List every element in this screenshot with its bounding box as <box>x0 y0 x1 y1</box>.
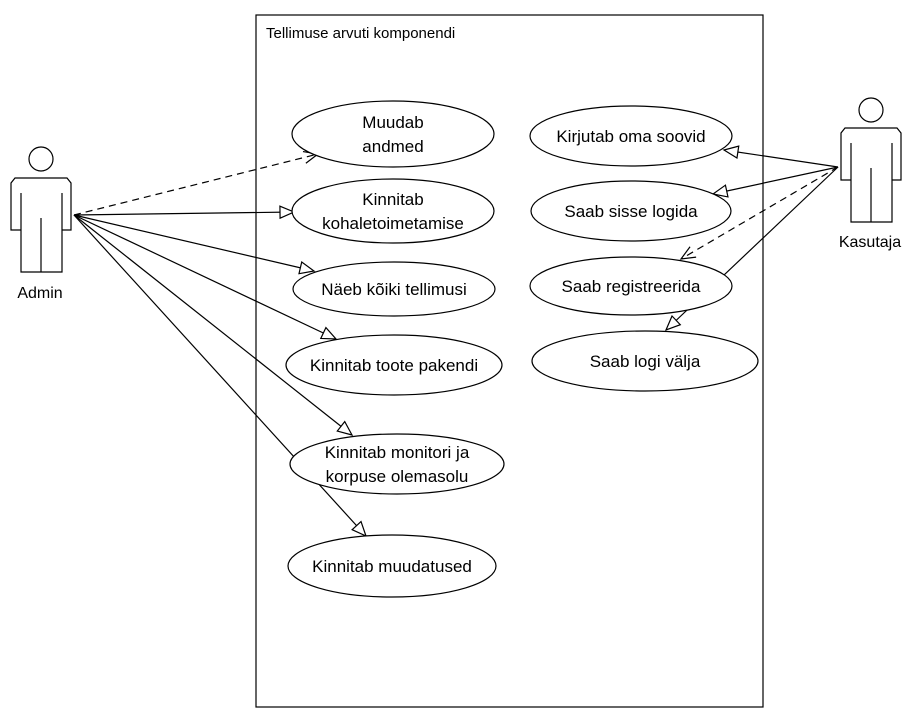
use-case-kinnitab-muudatused[interactable]: Kinnitab muudatused <box>287 534 497 598</box>
use-case-ellipse <box>529 256 733 316</box>
use-case-label: Kinnitab muudatused <box>312 557 472 576</box>
actor-kasutaja-body <box>840 127 902 223</box>
hollow-arrowhead <box>664 314 682 332</box>
use-case-label: Saab logi välja <box>590 352 701 371</box>
system-title: Tellimuse arvuti komponendi <box>266 25 455 42</box>
use-case-label: Kirjutab oma soovid <box>556 127 705 146</box>
use-case-ellipse <box>529 105 733 167</box>
use-case-label: korpuse olemasolu <box>326 467 469 486</box>
association-admin-kinnitab_monitori <box>73 214 354 436</box>
use-case-muudab-andmed[interactable]: Muudab andmed <box>291 100 495 168</box>
association-line <box>73 153 319 216</box>
association-kasutaja-kirjutab_oma_soovid <box>722 145 839 168</box>
association-line <box>712 166 839 195</box>
use-case-saab-logi-valja[interactable]: Saab logi välja <box>531 330 759 392</box>
use-case-kinnitab-kohaletoimetamise[interactable]: Kinnitab kohaletoimetamise <box>291 178 495 244</box>
association-line <box>73 214 315 272</box>
use-case-ellipse <box>289 433 505 495</box>
hollow-arrowhead <box>279 205 296 220</box>
associations <box>73 145 839 538</box>
use-case-ellipse <box>530 180 732 242</box>
association-line <box>73 211 295 216</box>
use-case-saab-sisse-logida[interactable]: Saab sisse logida <box>530 180 732 242</box>
use-case-naeb-koiki-tellimusi[interactable]: Näeb kõiki tellimusi <box>292 261 496 317</box>
actor-admin-body <box>10 177 72 273</box>
use-case-label: Saab sisse logida <box>564 202 698 221</box>
use-case-ellipse <box>285 334 503 396</box>
association-kasutaja-saab_sisse_logida <box>711 166 839 198</box>
use-case-kinnitab-toote-pakendi[interactable]: Kinnitab toote pakendi <box>285 334 503 396</box>
actor-admin-head <box>28 146 54 172</box>
use-case-label: Kinnitab toote pakendi <box>310 356 478 375</box>
use-case-label: andmed <box>362 137 423 156</box>
actor-kasutaja[interactable]: Kasutaja <box>839 97 902 251</box>
open-arrowhead <box>679 246 697 260</box>
use-case-label: kohaletoimetamise <box>322 214 464 233</box>
association-line <box>680 166 839 260</box>
use-case-ellipse <box>292 261 496 317</box>
association-kasutaja-saab_registreerida <box>679 166 839 260</box>
use-case-label: Muudab <box>362 113 423 132</box>
actor-kasutaja-head <box>858 97 884 123</box>
use-case-label: Kinnitab monitori ja <box>325 443 470 462</box>
hollow-arrowhead <box>711 184 729 198</box>
association-line <box>723 149 839 168</box>
hollow-arrowhead <box>351 520 368 538</box>
hollow-arrowhead <box>722 145 740 159</box>
actor-admin-label: Admin <box>17 285 62 302</box>
hollow-arrowhead <box>336 420 354 436</box>
actor-admin[interactable]: Admin <box>10 146 72 302</box>
association-line <box>73 214 337 340</box>
use-case-ellipse <box>291 178 495 244</box>
use-case-label: Näeb kõiki tellimusi <box>321 280 467 299</box>
use-case-ellipse <box>531 330 759 392</box>
use-case-label: Saab registreerida <box>562 277 701 296</box>
association-admin-kinnitab_toote_pakendi <box>73 214 338 340</box>
hollow-arrowhead <box>298 260 316 275</box>
system-boundary <box>255 14 764 708</box>
association-admin-naeb_koiki_tellimusi <box>73 214 316 275</box>
association-admin-kinnitab_kohaletoimetamise <box>73 205 296 220</box>
use-case-ellipse <box>287 534 497 598</box>
use-case-kirjutab-oma-soovid[interactable]: Kirjutab oma soovid <box>529 105 733 167</box>
use-case-ellipse <box>291 100 495 168</box>
use-case-saab-registreerida[interactable]: Saab registreerida <box>529 256 733 316</box>
hollow-arrowhead <box>319 326 338 340</box>
use-case-label: Kinnitab <box>362 190 423 209</box>
use-case-kinnitab-monitori[interactable]: Kinnitab monitori ja korpuse olemasolu <box>289 433 505 495</box>
association-line <box>73 214 353 436</box>
actor-kasutaja-label: Kasutaja <box>839 234 901 251</box>
association-admin-muudab_andmed <box>73 150 320 216</box>
